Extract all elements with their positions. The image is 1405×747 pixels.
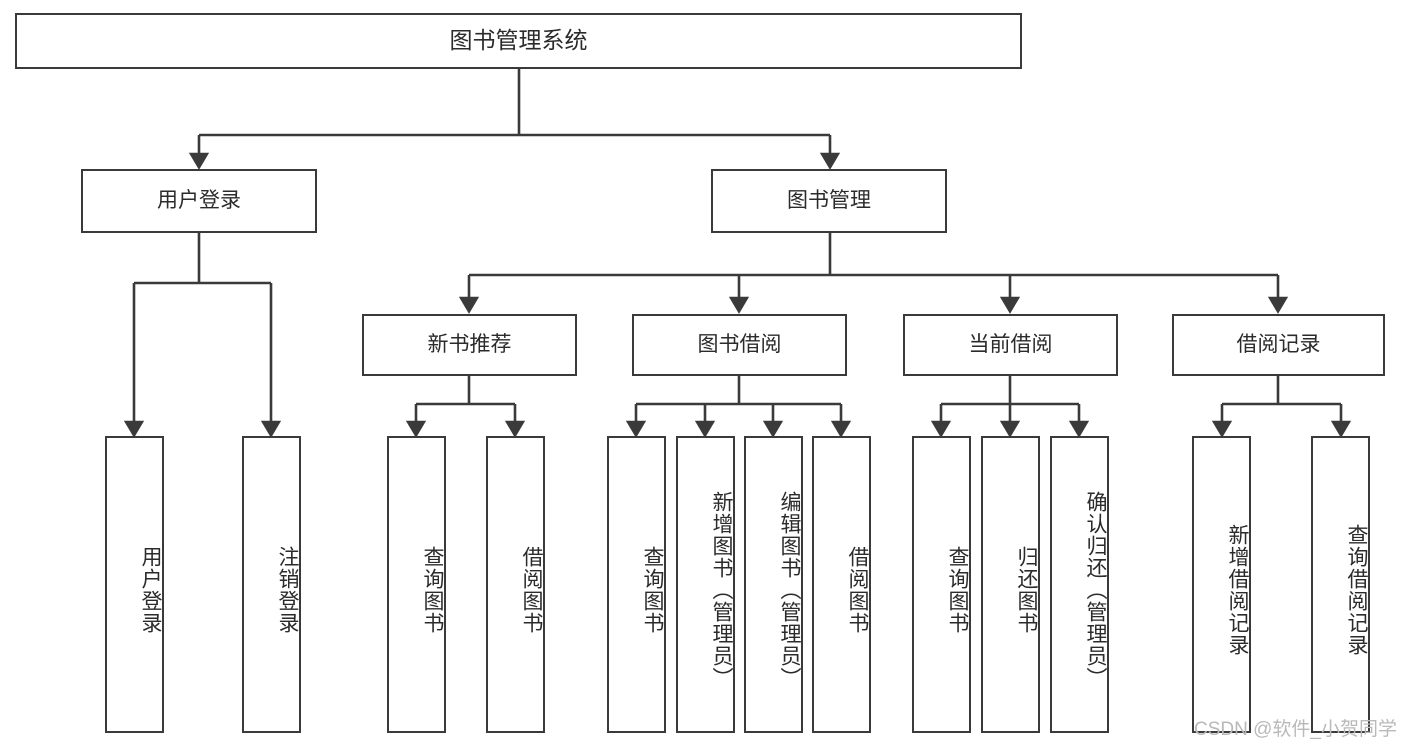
node-new-book-recommend[interactable]: 新书推荐: [362, 314, 577, 376]
node-leaf-user-login[interactable]: 用户登录: [105, 436, 164, 733]
node-label: 图书借阅: [697, 333, 782, 357]
node-label: 新增图书（管理员）: [710, 490, 733, 689]
node-label: 当前借阅: [968, 333, 1053, 357]
node-label: 查询图书: [946, 545, 969, 634]
node-leaf-borrow-book-recommend[interactable]: 借阅图书: [486, 436, 545, 733]
node-leaf-borrow-book[interactable]: 借阅图书: [812, 436, 871, 733]
node-leaf-query-borrow-record[interactable]: 查询借阅记录: [1311, 436, 1370, 733]
node-borrow-record[interactable]: 借阅记录: [1172, 314, 1385, 376]
node-book-management[interactable]: 图书管理: [711, 169, 947, 233]
node-leaf-query-book-recommend[interactable]: 查询图书: [387, 436, 446, 733]
node-leaf-query-book-current[interactable]: 查询图书: [912, 436, 971, 733]
node-leaf-query-book-borrow[interactable]: 查询图书: [607, 436, 666, 733]
node-label: 借阅图书: [520, 545, 543, 634]
node-label: 借阅记录: [1236, 333, 1321, 357]
node-label: 归还图书: [1015, 545, 1038, 634]
node-label: 用户登录: [139, 545, 162, 634]
node-leaf-user-logout[interactable]: 注销登录: [242, 436, 301, 733]
node-label: 查询借阅记录: [1345, 523, 1368, 656]
node-label: 借阅图书: [846, 545, 869, 634]
node-label: 编辑图书（管理员）: [778, 490, 801, 689]
node-label: 新书推荐: [427, 333, 512, 357]
node-label: 查询图书: [641, 545, 664, 634]
node-leaf-return-book[interactable]: 归还图书: [981, 436, 1040, 733]
node-label: 确认归还（管理员）: [1084, 490, 1107, 689]
node-label: 新增借阅记录: [1226, 523, 1249, 656]
node-leaf-add-book-admin[interactable]: 新增图书（管理员）: [676, 436, 735, 733]
node-label: 查询图书: [421, 545, 444, 634]
node-label: 用户登录: [157, 189, 241, 213]
node-user-login[interactable]: 用户登录: [81, 169, 317, 233]
node-label: 图书管理系统: [449, 27, 588, 54]
node-leaf-add-borrow-record[interactable]: 新增借阅记录: [1192, 436, 1251, 733]
node-label: 注销登录: [276, 545, 299, 634]
node-leaf-confirm-return-admin[interactable]: 确认归还（管理员）: [1050, 436, 1109, 733]
node-root-system[interactable]: 图书管理系统: [15, 13, 1022, 69]
node-book-borrow[interactable]: 图书借阅: [632, 314, 847, 376]
node-leaf-edit-book-admin[interactable]: 编辑图书（管理员）: [744, 436, 803, 733]
node-current-borrow[interactable]: 当前借阅: [903, 314, 1118, 376]
csdn-watermark: CSDN @软件_小贺同学: [1194, 719, 1397, 740]
node-label: 图书管理: [787, 189, 871, 213]
